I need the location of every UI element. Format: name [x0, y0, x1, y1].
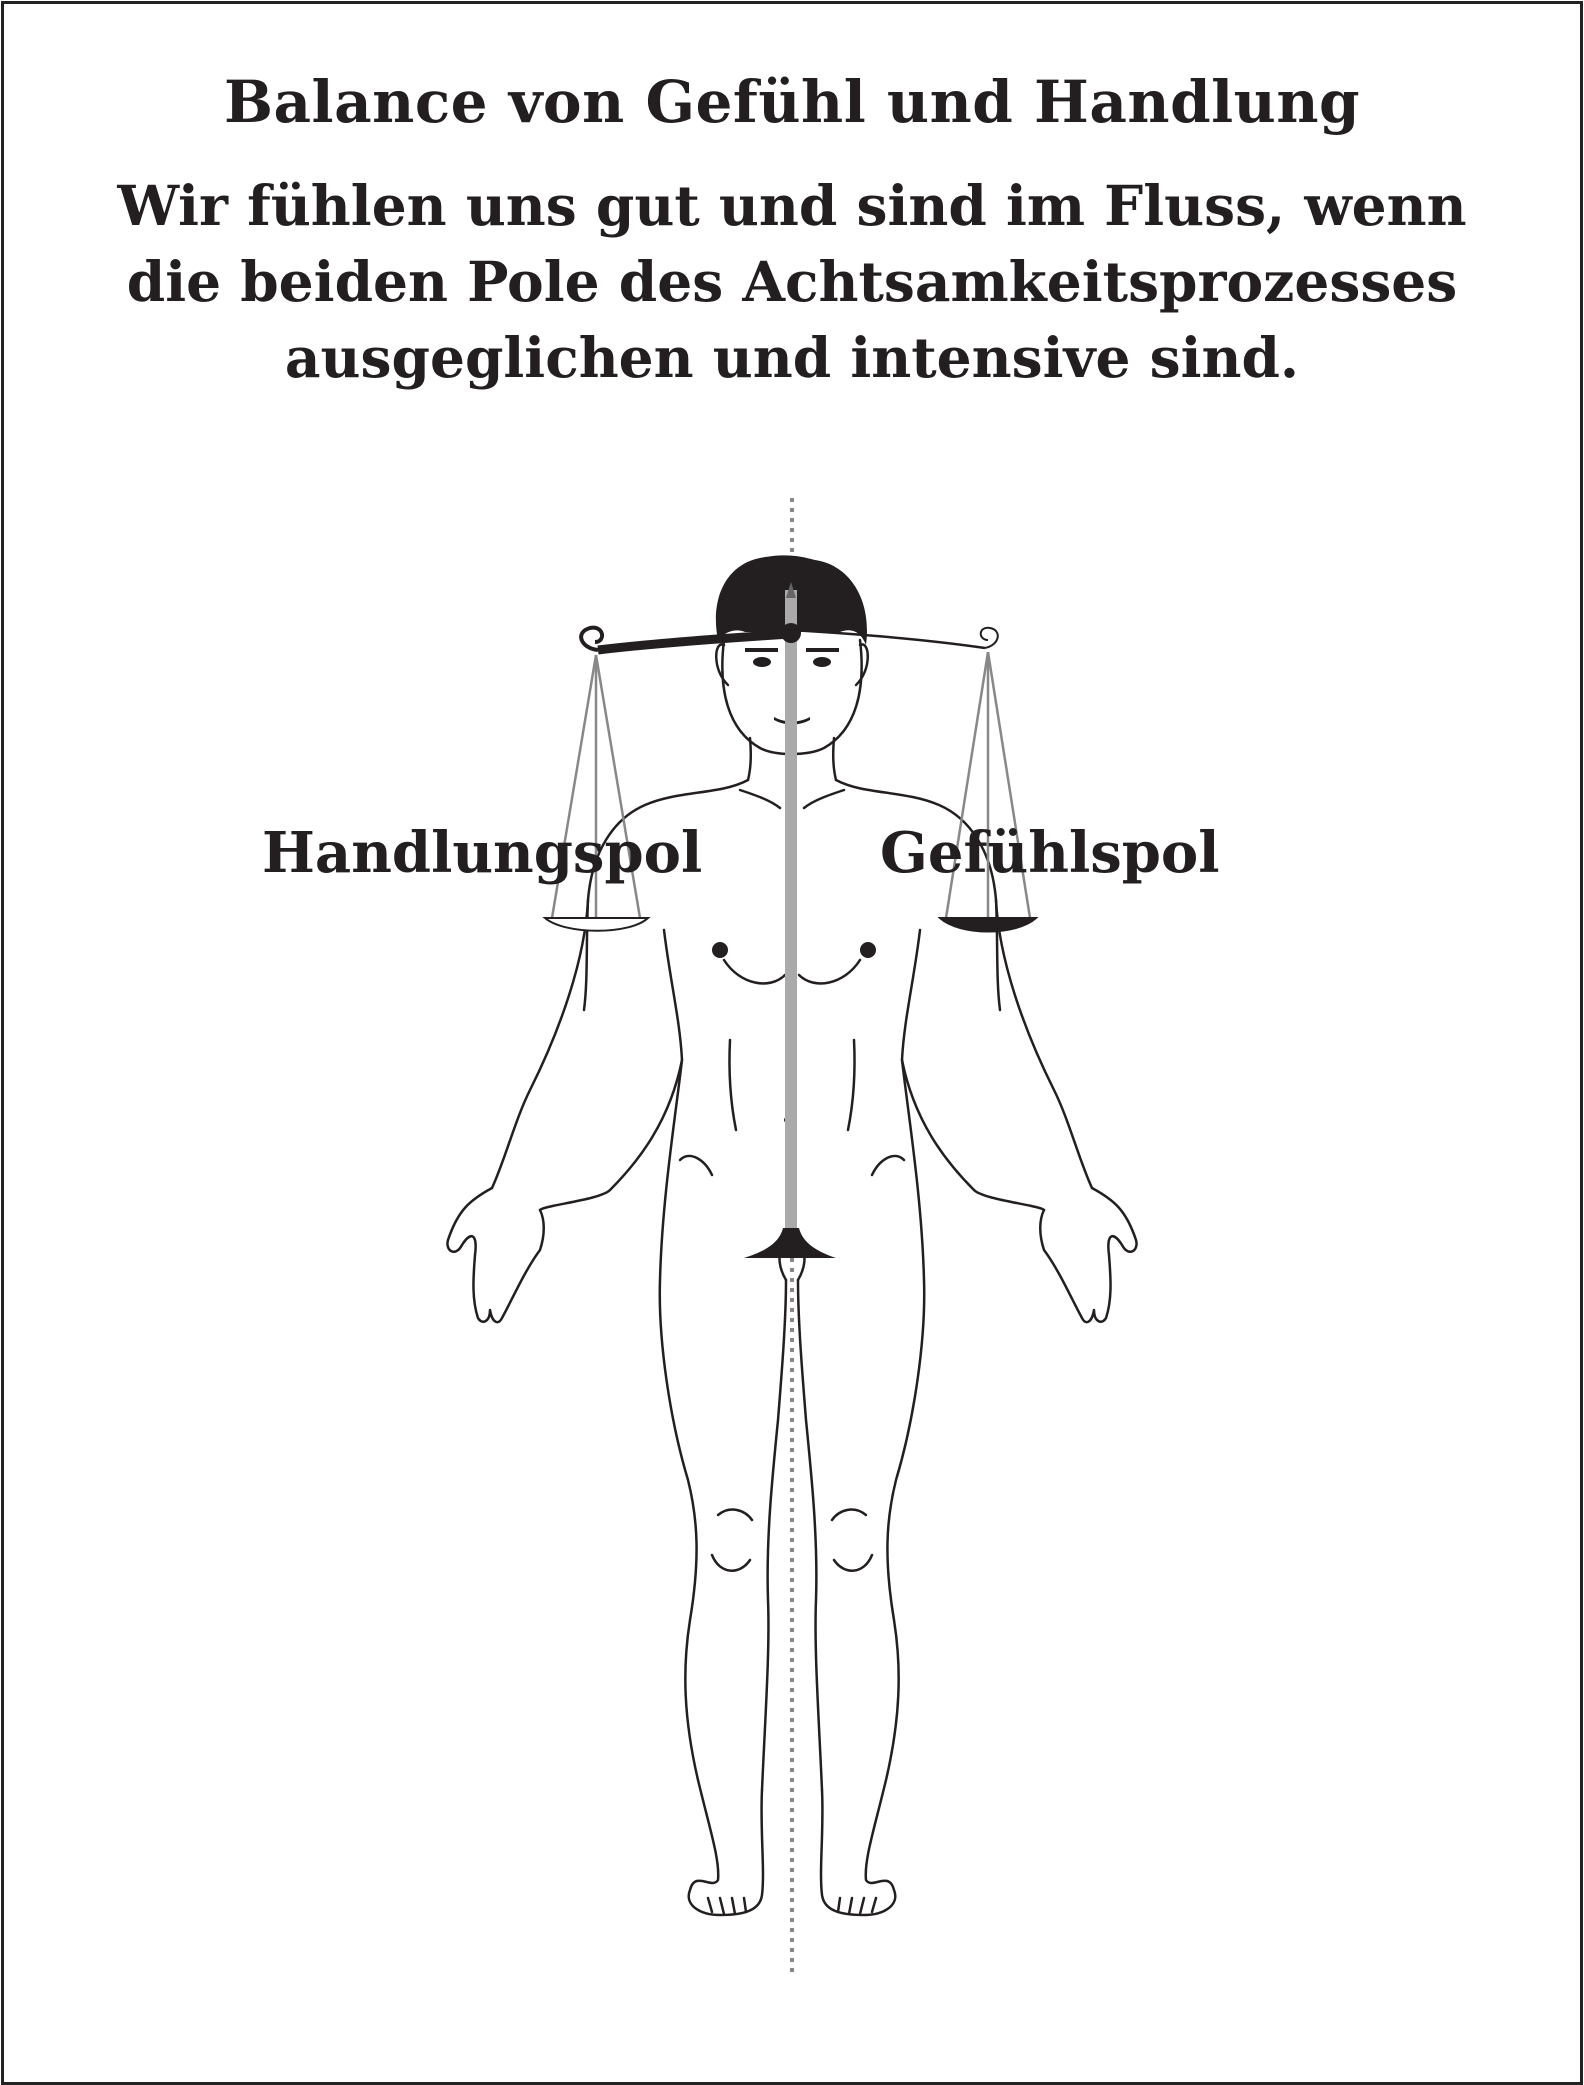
label-gefuehlspol: Gefühlspol [880, 820, 1220, 886]
balance-beam [579, 623, 999, 655]
left-arm [490, 898, 590, 1190]
torso-left [582, 778, 750, 1012]
torso-right [834, 778, 1002, 1012]
diagram-subtitle: Wir fühlen uns gut und sind im Fluss, we… [117, 173, 1467, 390]
right-scale-pan [937, 651, 1039, 933]
right-hand [1039, 1186, 1138, 1324]
diagram-title: Balance von Gefühl und Handlung [223, 68, 1361, 136]
left-hand [446, 1186, 545, 1324]
balance-base [744, 1228, 836, 1258]
spine-rod [785, 590, 797, 1230]
right-arm [994, 898, 1094, 1190]
left-leg [658, 1058, 765, 1917]
left-scale-pan [542, 654, 651, 932]
label-handlungspol: Handlungspol [262, 820, 702, 886]
face-features [712, 648, 876, 1124]
right-leg [819, 1058, 926, 1917]
